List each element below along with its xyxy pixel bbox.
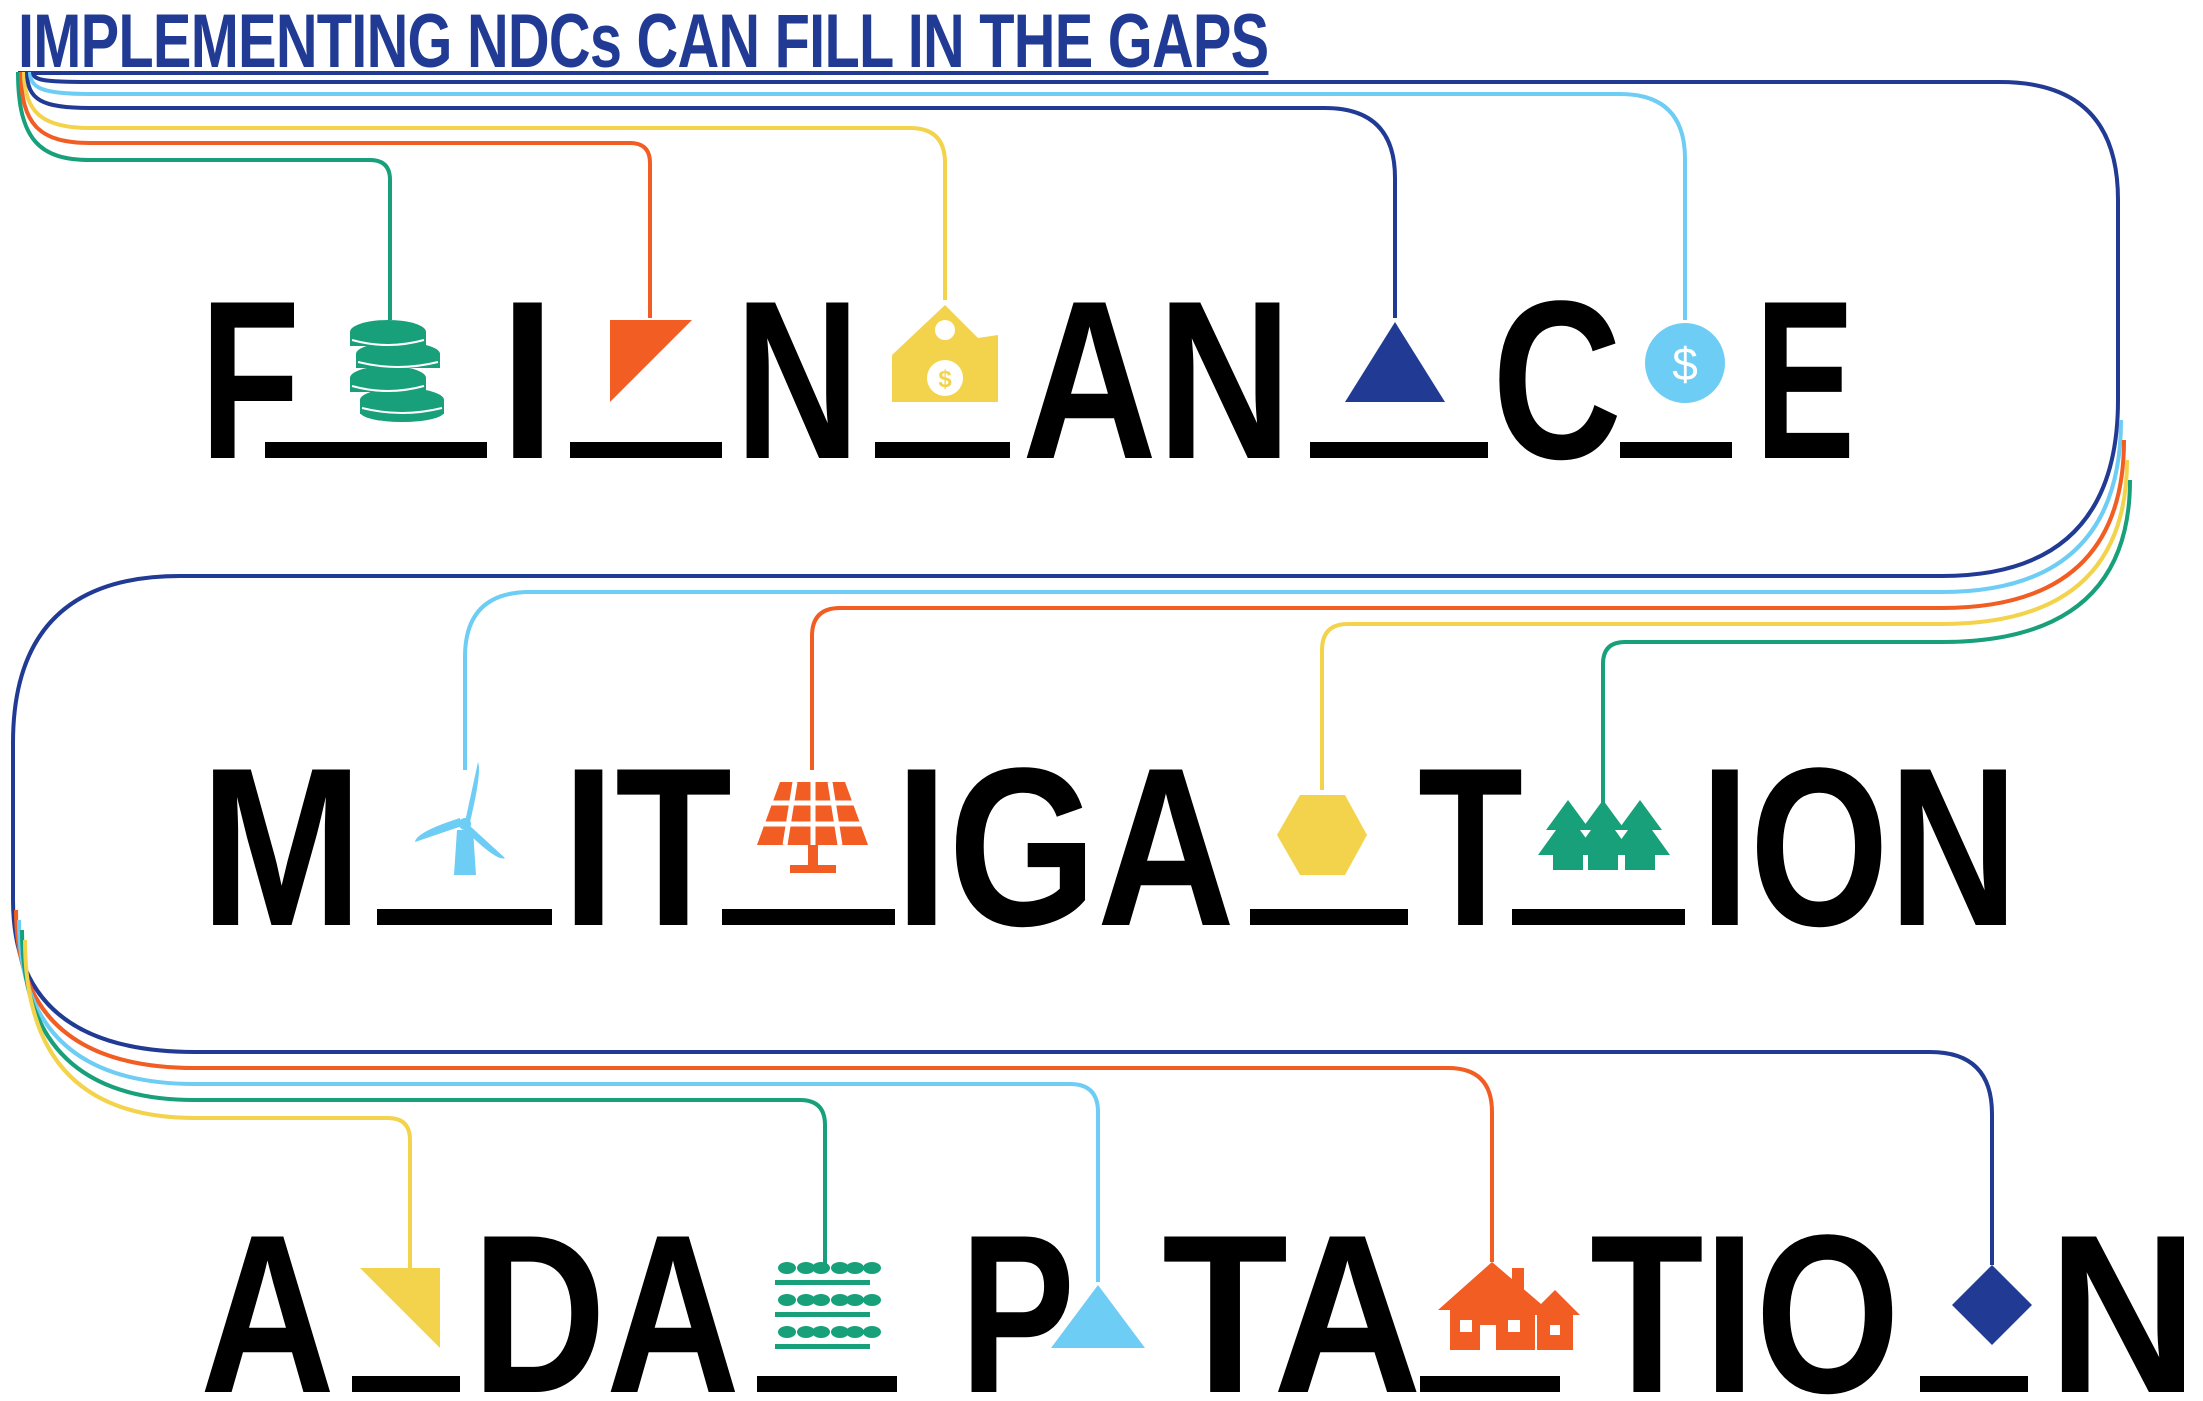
page-title: IMPLEMENTING NDCs CAN FILL IN THE GAPS	[18, 0, 1269, 84]
finance-gap-line	[1310, 442, 1488, 458]
line-lightblue-mitigation	[463, 419, 2123, 770]
adaptation-seg-n: N	[2048, 1187, 2198, 1401]
mitigation-seg-m: M	[200, 720, 363, 973]
line-yellow-adaptation	[23, 939, 412, 1268]
mitigation-seg-it: IT	[562, 720, 732, 973]
finance-seg-e: E	[1755, 253, 1855, 506]
word-finance: F I N AN C E	[200, 253, 1855, 506]
finance-seg-f: F	[200, 253, 300, 506]
line-navy-rightcurve	[11, 200, 2120, 900]
houses-icon	[1438, 1262, 1580, 1350]
finance-seg-n: N	[735, 253, 860, 506]
mitigation-seg-t: T	[1418, 720, 1523, 973]
adaptation-gap-line	[1420, 1376, 1560, 1392]
adaptation-gap-line	[757, 1376, 897, 1392]
line-orange-finance	[19, 71, 652, 318]
crop-plants-icon	[775, 1262, 881, 1349]
svg-text:$: $	[1672, 338, 1698, 390]
mitigation-gap-line	[377, 909, 552, 925]
coin-stack-icon	[350, 320, 444, 422]
line-green-finance	[16, 71, 392, 320]
line-orange-mitigation	[810, 439, 2126, 770]
line-yellow-mitigation	[1320, 459, 2129, 790]
solar-panel-icon	[757, 781, 868, 873]
adaptation-seg-ta: TA	[1162, 1187, 1422, 1401]
word-mitigation: M IT IGA T ION	[200, 720, 2018, 973]
finance-gap-line	[570, 442, 722, 458]
hexagon-icon	[1277, 795, 1367, 875]
pine-trees-icon	[1538, 800, 1670, 870]
adaptation-seg-tio: TIO	[1590, 1187, 1900, 1401]
triangle-icon	[360, 1268, 440, 1348]
mitigation-seg-ion: ION	[1700, 720, 2018, 973]
adaptation-gap-line	[352, 1376, 460, 1392]
triangle-icon	[1345, 322, 1445, 402]
finance-gap-line	[265, 442, 487, 458]
adaptation-seg-p: P	[960, 1187, 1075, 1401]
adaptation-gap-line	[1920, 1376, 2028, 1392]
money-envelope-icon: $	[892, 305, 998, 402]
word-adaptation: A DA P TA TIO N	[200, 1187, 2198, 1401]
triangle-icon	[610, 320, 692, 402]
dollar-coin-icon: $	[1645, 323, 1725, 403]
mitigation-gap-line	[1250, 909, 1408, 925]
line-yellow-finance	[22, 71, 947, 300]
finance-gap-line	[1620, 442, 1732, 458]
connector-lines	[11, 71, 2132, 1282]
diamond-icon	[1952, 1265, 2032, 1345]
mitigation-seg-iga: IGA	[895, 720, 1235, 973]
finance-seg-i: I	[500, 253, 555, 506]
adaptation-seg-da: DA	[472, 1187, 740, 1401]
adaptation-seg-a: A	[200, 1187, 335, 1401]
line-navy-finance	[25, 71, 1397, 318]
finance-seg-c: C	[1492, 253, 1622, 506]
wind-turbine-icon	[415, 762, 505, 875]
line-navy-main	[31, 71, 2120, 201]
line-lightblue-finance	[28, 71, 1687, 320]
svg-text:$: $	[938, 366, 952, 393]
finance-gap-line	[875, 442, 1010, 458]
line-green-mitigation	[1601, 479, 2132, 810]
triangle-icon	[1051, 1285, 1145, 1348]
mitigation-gap-line	[722, 909, 895, 925]
finance-seg-an: AN	[1022, 253, 1292, 506]
mitigation-gap-line	[1512, 909, 1685, 925]
